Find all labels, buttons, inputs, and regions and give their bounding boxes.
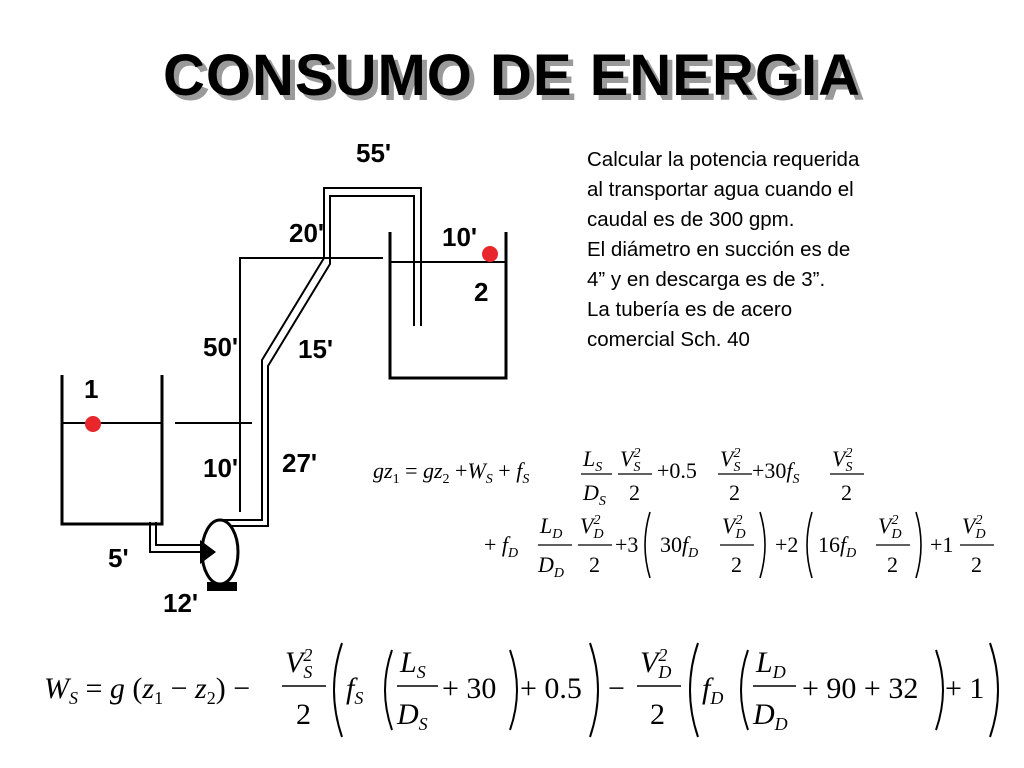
dim-pump-12: 12' (163, 588, 198, 618)
dim-top-run: 55' (356, 138, 391, 168)
svg-text:V2D: V2D (962, 513, 986, 542)
slide-title: CONSUMO DE ENERGIA (163, 43, 861, 108)
dim-vertical-27: 27' (282, 448, 317, 478)
problem-line: La tubería es de acero (587, 298, 793, 321)
dim-suction-5: 5' (108, 543, 129, 573)
svg-text:V2D: V2D (580, 513, 604, 542)
problem-line: comercial Sch. 40 (587, 328, 750, 351)
problem-line: Calcular la potencia requerida (587, 148, 860, 171)
svg-text:2: 2 (971, 552, 982, 577)
problem-line: caudal es de 300 gpm. (587, 208, 795, 231)
svg-text:+ 90 + 32: + 90 + 32 (802, 672, 918, 705)
svg-text:V2S: V2S (720, 446, 740, 475)
dim-diagonal: 15' (298, 334, 333, 364)
problem-line: 4” y en descarga es de 3”. (587, 268, 826, 291)
dim-lower-10: 10' (203, 453, 238, 483)
svg-text:V2S: V2S (620, 446, 640, 475)
svg-text:LS: LS (399, 646, 426, 682)
svg-text:DD: DD (752, 698, 788, 734)
svg-text:2: 2 (589, 552, 600, 577)
svg-text:+ fD: + fD (484, 532, 518, 561)
svg-text:fD: fD (702, 672, 723, 708)
tank-2 (388, 232, 508, 380)
svg-text:+1: +1 (930, 532, 953, 557)
problem-statement: Calcular la potencia requerida al transp… (587, 145, 987, 355)
svg-text:2: 2 (629, 480, 640, 505)
problem-line: al transportar agua cuando el (587, 178, 854, 201)
point-1-marker (85, 416, 101, 432)
tank-1 (60, 375, 164, 526)
svg-text:V2D: V2D (878, 513, 902, 542)
svg-text:+30fS: +30fS (752, 458, 800, 487)
svg-text:V2D: V2D (640, 645, 671, 682)
svg-text:DD: DD (537, 552, 564, 581)
svg-text:V2S: V2S (832, 446, 852, 475)
point-2-marker (482, 246, 498, 262)
problem-line: El diámetro en succión es de (587, 238, 851, 261)
svg-text:2: 2 (650, 698, 665, 731)
pump (200, 518, 240, 591)
svg-text:LD: LD (755, 646, 786, 682)
svg-text:+0.5: +0.5 (657, 458, 697, 483)
svg-text:+ 0.5: + 0.5 (520, 672, 582, 705)
svg-text:LD: LD (539, 513, 562, 542)
svg-text:fS: fS (346, 672, 363, 708)
svg-text:2: 2 (731, 552, 742, 577)
piping (149, 187, 422, 553)
svg-text:16fD: 16fD (818, 532, 856, 561)
svg-text:+3: +3 (615, 532, 638, 557)
svg-text:V2S: V2S (285, 645, 312, 682)
svg-text:2: 2 (841, 480, 852, 505)
point-2-label: 2 (474, 277, 488, 307)
svg-text:+ 30: + 30 (442, 672, 496, 705)
svg-text:2: 2 (729, 480, 740, 505)
svg-text:DS: DS (582, 480, 606, 509)
dim-rise-20: 20' (289, 218, 324, 248)
svg-text:WS = g (z1 − z2) −: WS = g (z1 − z2) − (44, 672, 250, 708)
dim-tank2-width: 10' (442, 222, 477, 252)
svg-text:2: 2 (296, 698, 311, 731)
svg-text:+ 1: + 1 (945, 672, 984, 705)
svg-text:−: − (608, 672, 625, 705)
svg-text:+2: +2 (775, 532, 798, 557)
svg-text:gz1 = gz2 +WS + fS: gz1 = gz2 +WS + fS (373, 458, 529, 487)
svg-text:30fD: 30fD (660, 532, 698, 561)
point-1-label: 1 (84, 374, 98, 404)
svg-text:V2D: V2D (722, 513, 746, 542)
svg-text:LS: LS (582, 446, 602, 475)
svg-text:DS: DS (396, 698, 428, 734)
dim-rise-50: 50' (203, 332, 238, 362)
svg-text:2: 2 (887, 552, 898, 577)
